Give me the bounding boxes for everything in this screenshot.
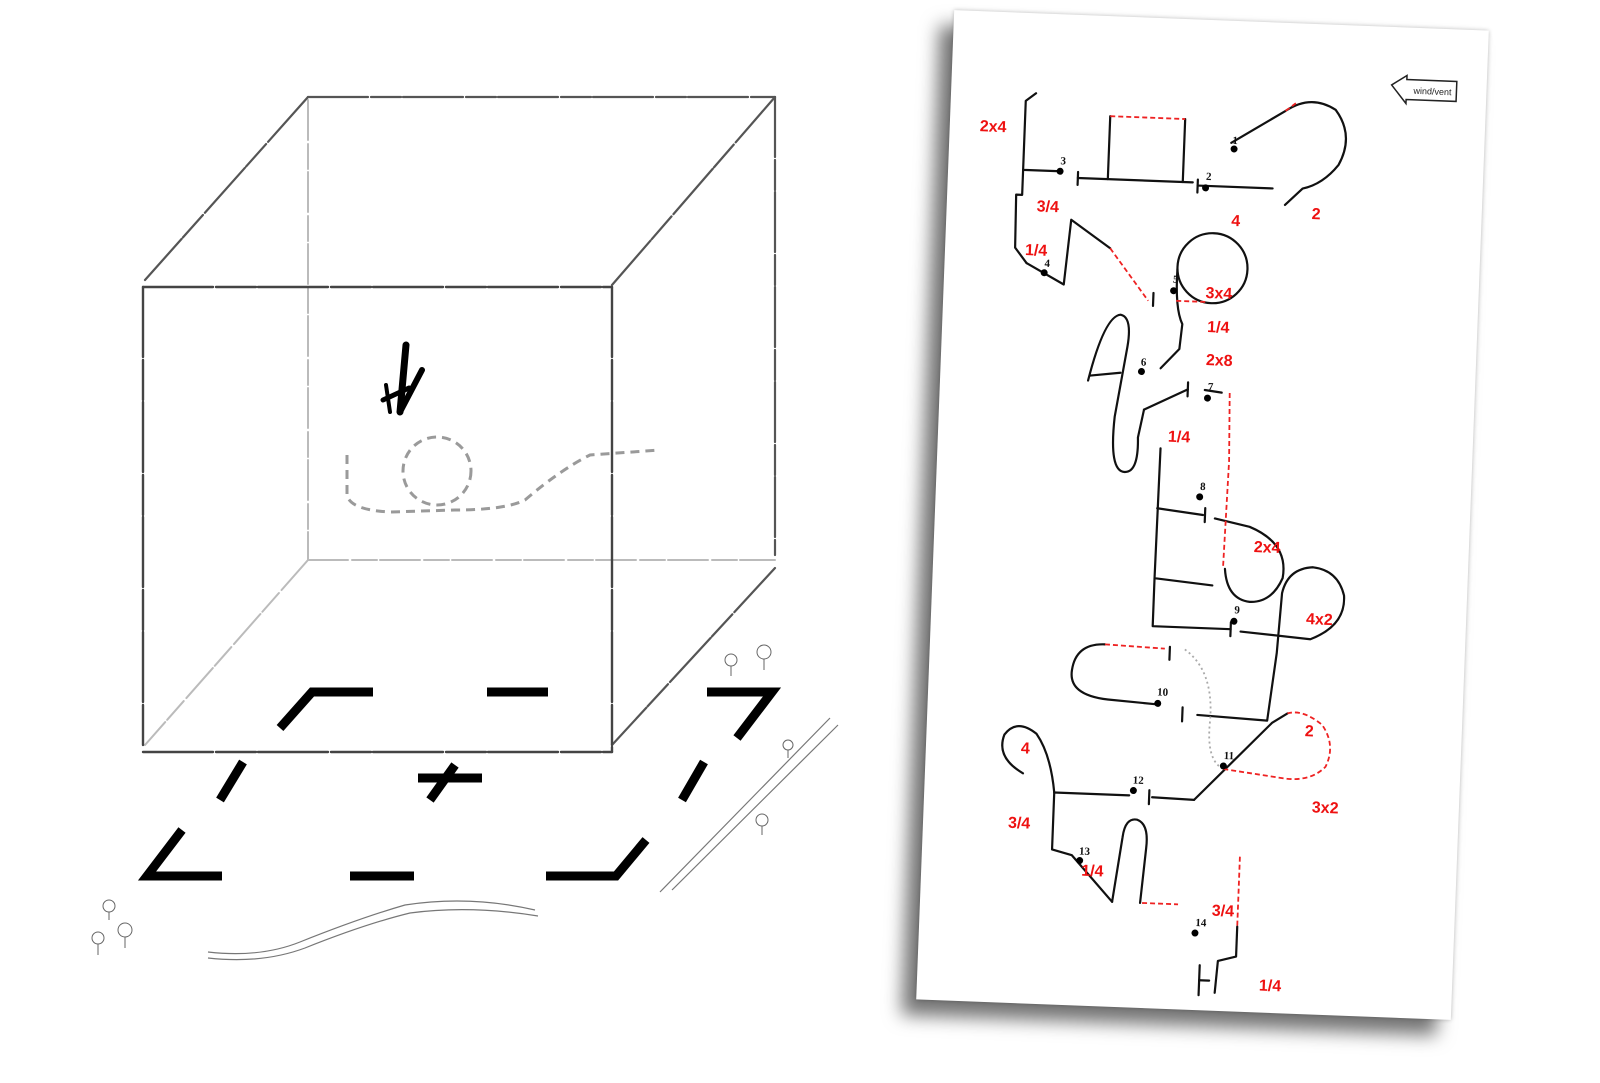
wind-arrow-icon: wind/vent: [1390, 74, 1458, 106]
figure-note: 2: [1304, 723, 1314, 740]
figure-note: 3/4: [1036, 198, 1059, 216]
figure-entry-dot: [1191, 929, 1199, 937]
figure-number: 9: [1234, 604, 1240, 616]
figure-number: 10: [1157, 686, 1169, 698]
figure-entry-dot: [1137, 368, 1145, 376]
aircraft-icon: [380, 341, 425, 416]
figure-note: 2x8: [1206, 352, 1233, 370]
figure-entry-dot: [1230, 145, 1238, 153]
figure-note: 2x4: [979, 118, 1006, 136]
box-edge: [610, 95, 777, 287]
inverted-flight-paths: [1104, 102, 1331, 927]
figure-note: 1/4: [1025, 242, 1048, 260]
box-edge: [143, 95, 310, 282]
aerobatic-box-sketch: [91, 95, 839, 961]
figure-entry-dot: [1076, 857, 1084, 865]
figure-paths: [1001, 92, 1347, 997]
figure-entry-dot: [1202, 184, 1210, 192]
sequence-sheet: wind/vent: [916, 10, 1489, 1020]
figure-number: 13: [1079, 846, 1091, 858]
figure-note: 1/4: [1081, 863, 1104, 881]
figure-entry-dot: [1154, 699, 1162, 707]
sequence-diagram: wind/vent: [979, 74, 1458, 997]
tree-icons: [91, 644, 794, 955]
figure-note: 4: [1021, 740, 1031, 757]
figure-note: 2x4: [1253, 539, 1280, 557]
figure-number: 14: [1195, 917, 1207, 929]
figure-number: 7: [1208, 381, 1214, 393]
figure-note: 3x4: [1205, 285, 1232, 303]
figure-note: 1/4: [1259, 978, 1282, 996]
figure-entry-dot: [1219, 762, 1227, 770]
box-edge: [610, 566, 777, 747]
figure-note: 3/4: [1008, 815, 1031, 833]
box-wireframe: [141, 95, 777, 754]
flight-path: [345, 435, 661, 514]
figure-number: 11: [1224, 750, 1235, 762]
figure-entry-dot: [1196, 493, 1204, 501]
figure-number: 5: [1173, 274, 1179, 286]
figure-note: 1/4: [1168, 429, 1191, 447]
box-edge: [144, 559, 309, 746]
figure-number: 12: [1133, 775, 1145, 787]
figure-note: 3/4: [1211, 903, 1234, 921]
figure-entry-dot: [1129, 787, 1137, 795]
figure-number: 6: [1141, 357, 1147, 369]
figure-number: 8: [1200, 481, 1206, 493]
figure-number: 4: [1044, 258, 1050, 270]
figure-dots: [1040, 145, 1238, 937]
ground-markers: [137, 687, 782, 881]
figure-note: 2: [1311, 206, 1321, 223]
figure-number: 1: [1232, 135, 1238, 147]
figure-entry-dot: [1203, 394, 1211, 402]
figure-note: 4: [1231, 213, 1241, 230]
figure-number: 3: [1060, 155, 1066, 167]
figure-number: 2: [1206, 171, 1212, 183]
figure-entry-dot: [1056, 167, 1064, 175]
figure-note: 3x2: [1312, 799, 1339, 817]
ground-scenery: [207, 717, 839, 961]
figure-entry-dot: [1040, 269, 1048, 277]
figure-entry-dot: [1170, 287, 1178, 295]
figure-entry-dot: [1230, 617, 1238, 625]
figure-note: 4x2: [1306, 611, 1333, 629]
connector-path: [1184, 648, 1224, 770]
wind-label: wind/vent: [1412, 86, 1452, 98]
figure-note: 1/4: [1207, 319, 1230, 337]
